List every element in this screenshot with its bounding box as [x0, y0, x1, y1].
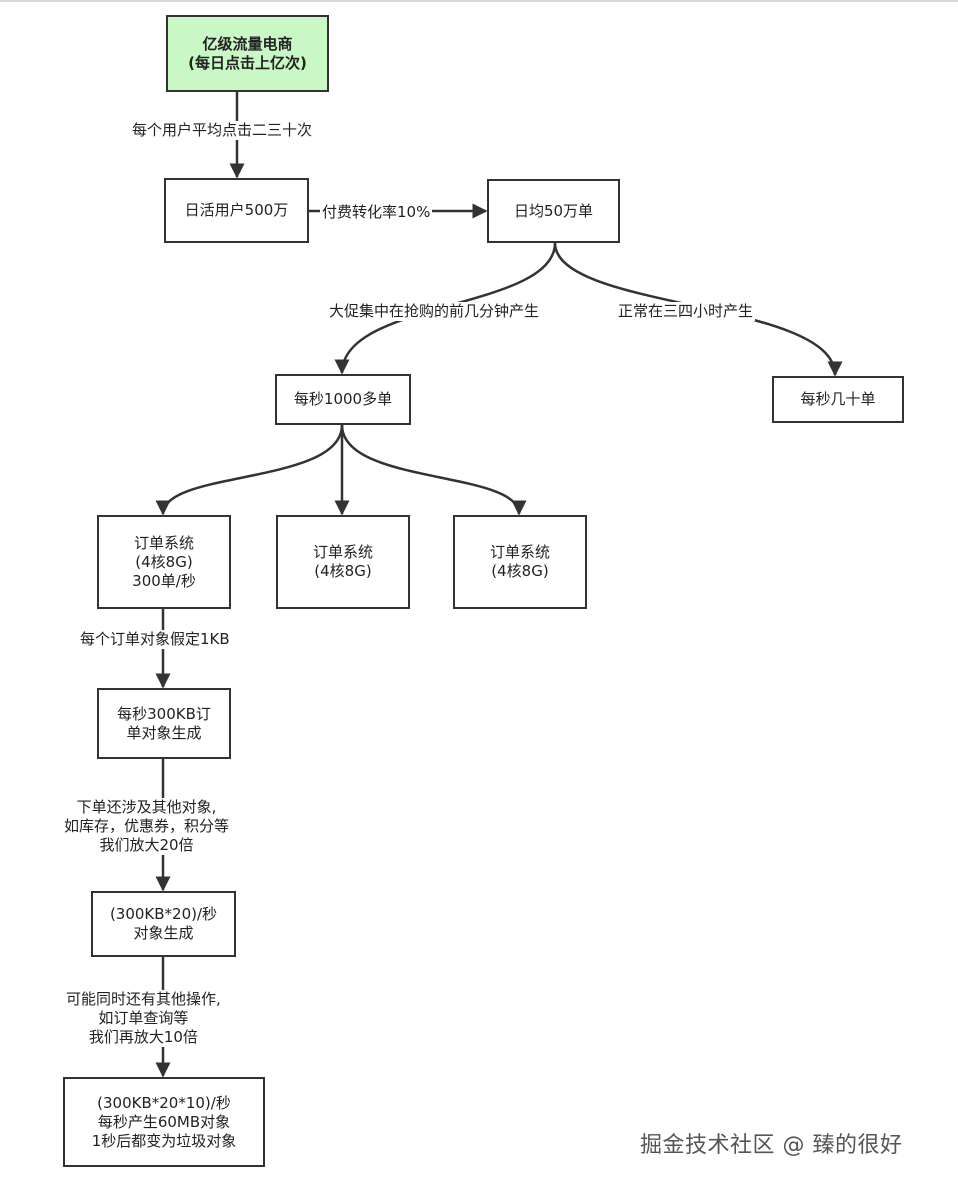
node-daily-active-users: 日活用户500万 [164, 178, 309, 243]
top-border [0, 0, 958, 2]
node-order-system-1: 订单系统 (4核8G) 300单/秒 [97, 515, 231, 609]
edge-label-conversion: 付费转化率10% [320, 203, 433, 222]
node-peak-orders-per-second: 每秒1000多单 [275, 374, 411, 425]
edge-label-object-size: 每个订单对象假定1KB [78, 630, 232, 649]
watermark-text: 掘金技术社区 @ 臻的很好 [640, 1133, 903, 1158]
edge-peak-to-sys1 [155, 424, 344, 516]
node-order-system-3: 订单系统 (4核8G) [453, 515, 587, 609]
node-objects-final: (300KB*20*10)/秒 每秒产生60MB对象 1秒后都变为垃圾对象 [63, 1077, 265, 1167]
edge-label-normal: 正常在三四小时产生 [616, 302, 756, 321]
edge-peak-to-sys3 [340, 424, 527, 516]
node-objects-300kb: 每秒300KB订 单对象生成 [97, 688, 231, 759]
node-daily-orders: 日均50万单 [487, 179, 620, 243]
edge-label-clicks-per-user: 每个用户平均点击二三十次 [130, 121, 315, 140]
edge-label-promo: 大促集中在抢购的前几分钟产生 [327, 302, 542, 321]
edge-label-amplify-10: 可能同时还有其他操作, 如订单查询等 我们再放大10倍 [64, 990, 223, 1047]
edge-label-amplify-20: 下单还涉及其他对象, 如库存，优惠券，积分等 我们放大20倍 [62, 798, 232, 855]
node-root-traffic: 亿级流量电商 (每日点击上亿次) [166, 15, 329, 92]
node-normal-orders-per-second: 每秒几十单 [772, 376, 904, 423]
node-order-system-2: 订单系统 (4核8G) [276, 515, 410, 609]
node-objects-x20: (300KB*20)/秒 对象生成 [91, 891, 236, 957]
